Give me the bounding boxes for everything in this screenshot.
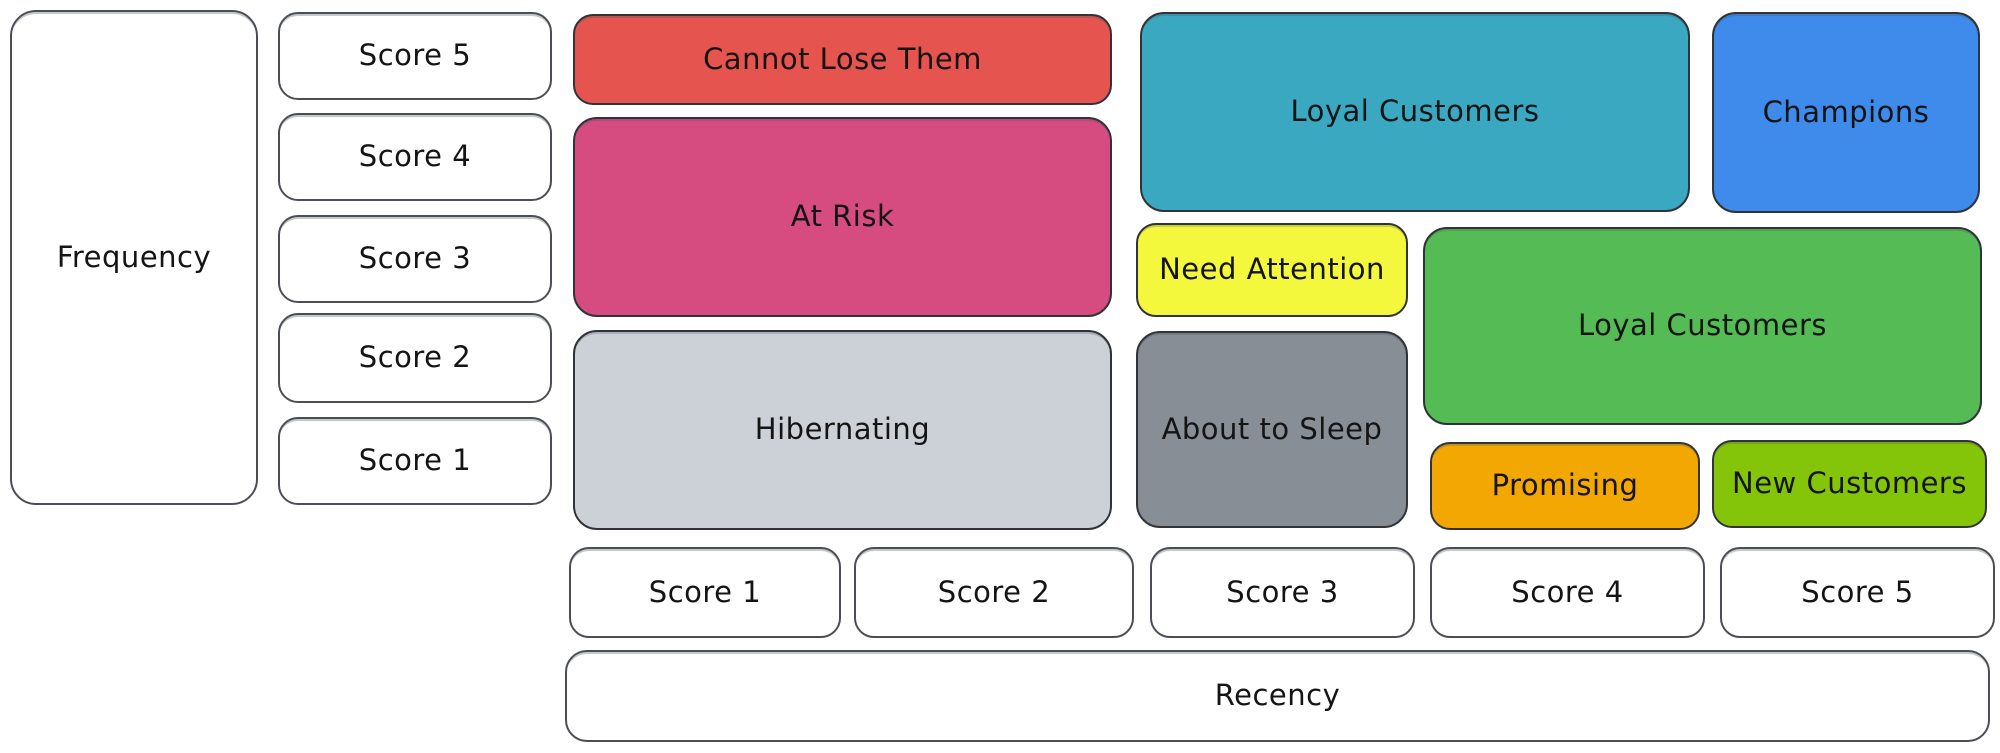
recency-score-1: Score 1 (569, 547, 841, 638)
segment-champions: Champions (1712, 12, 1980, 213)
recency-score-3: Score 3 (1150, 547, 1415, 638)
frequency-score-3: Score 3 (278, 215, 552, 303)
segment-at-risk: At Risk (573, 117, 1112, 317)
segment-loyal-customers-teal: Loyal Customers (1140, 12, 1690, 212)
segment-loyal-customers-green: Loyal Customers (1423, 227, 1982, 425)
frequency-score-4: Score 4 (278, 113, 552, 201)
recency-score-5: Score 5 (1720, 547, 1995, 638)
frequency-axis-label: Frequency (10, 10, 258, 505)
segment-promising: Promising (1430, 442, 1700, 530)
recency-score-4: Score 4 (1430, 547, 1705, 638)
frequency-score-5: Score 5 (278, 12, 552, 100)
segment-hibernating: Hibernating (573, 330, 1112, 530)
segment-cannot-lose-them: Cannot Lose Them (573, 14, 1112, 105)
recency-axis-label: Recency (565, 650, 1990, 742)
frequency-score-1: Score 1 (278, 417, 552, 505)
segment-need-attention: Need Attention (1136, 223, 1408, 317)
frequency-score-2: Score 2 (278, 313, 552, 403)
recency-score-2: Score 2 (854, 547, 1134, 638)
segment-about-to-sleep: About to Sleep (1136, 331, 1408, 528)
segment-new-customers: New Customers (1712, 440, 1987, 528)
